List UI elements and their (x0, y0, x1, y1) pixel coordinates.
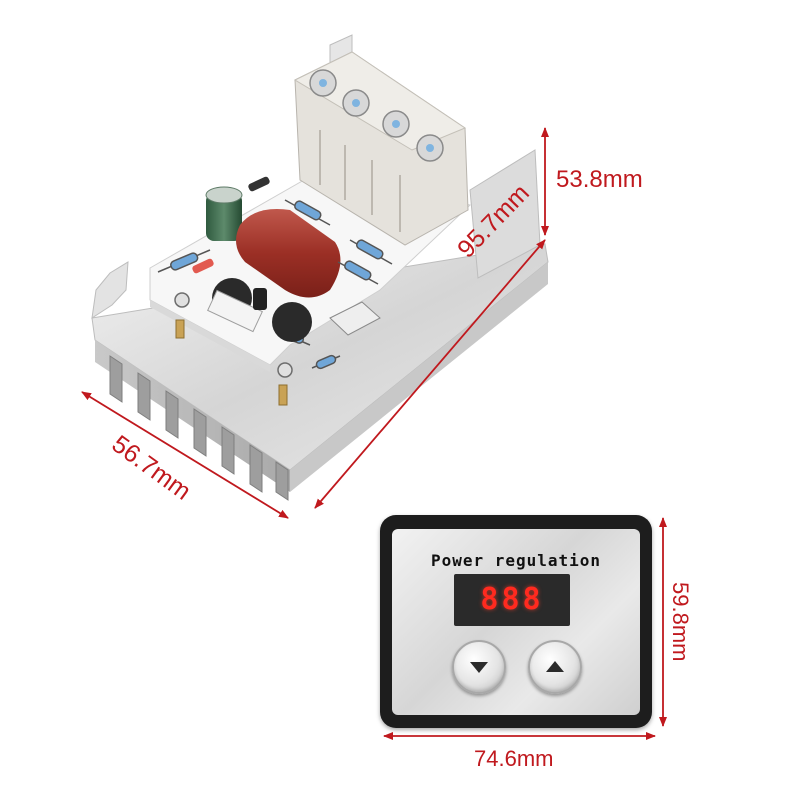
width-arrow (81, 391, 289, 519)
led-display: 888 (454, 574, 570, 626)
panel-width-dimension-label: 74.6mm (474, 746, 554, 771)
terminal-block (293, 51, 469, 246)
mounting-screws (174, 292, 293, 378)
decrease-button[interactable] (452, 640, 506, 694)
height-dimension-label: 53.8mm (556, 166, 643, 193)
control-panel: Power regulation 888 (380, 515, 652, 728)
small-capacitor (253, 288, 267, 310)
connector (207, 289, 263, 333)
electrolytic-capacitor (205, 186, 243, 241)
led-display-digits: 888 (480, 582, 544, 617)
dimension-lines (81, 127, 667, 740)
panel-title: Power regulation (430, 551, 602, 570)
arrow-up-icon (546, 661, 564, 672)
length-arrow (314, 239, 546, 509)
film-capacitor (236, 209, 341, 298)
increase-button[interactable] (528, 640, 582, 694)
diodes (192, 176, 270, 274)
arrow-down-icon (470, 662, 488, 673)
control-panel-face: Power regulation 888 (392, 529, 640, 715)
panel-height-dimension-label: 59.8mm (668, 582, 693, 662)
